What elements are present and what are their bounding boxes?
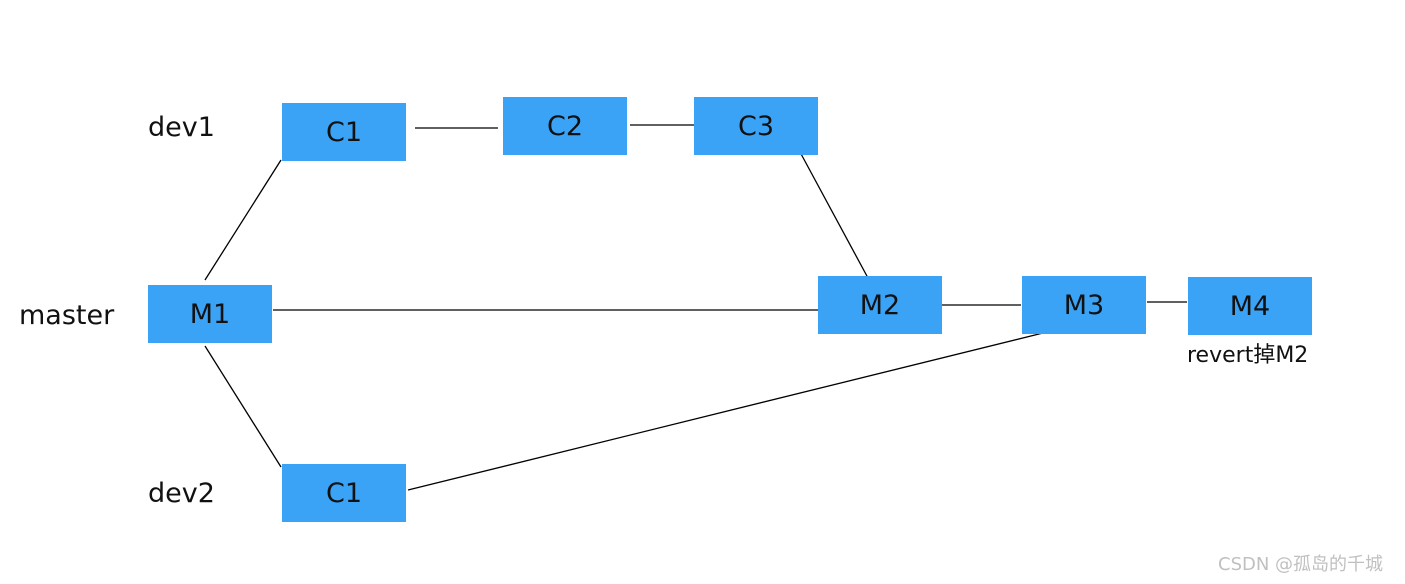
commit-label: M1 xyxy=(189,298,231,330)
commit-node-master-m4: M4 xyxy=(1188,277,1312,335)
commit-node-master-m1: M1 xyxy=(148,285,272,343)
csdn-watermark: CSDN @孤岛的千城 xyxy=(1218,554,1384,575)
branch-label-dev2: dev2 xyxy=(148,478,215,509)
commit-node-master-m2: M2 xyxy=(818,276,942,334)
commit-label: M3 xyxy=(1063,289,1105,321)
commit-node-dev2-c1: C1 xyxy=(282,464,406,522)
edge-m1-dev2-c1 xyxy=(204,345,282,468)
commit-label: C2 xyxy=(546,110,584,142)
commit-node-master-m3: M3 xyxy=(1022,276,1146,334)
commit-node-dev1-c3: C3 xyxy=(694,97,818,155)
branch-label-master: master xyxy=(19,300,115,331)
commit-node-dev1-c2: C2 xyxy=(503,97,627,155)
commit-label: M4 xyxy=(1229,290,1271,322)
edge-m1-dev1-c1 xyxy=(204,159,282,281)
commit-label: M2 xyxy=(859,289,901,321)
commit-label: C1 xyxy=(325,116,363,148)
commit-label: C1 xyxy=(325,477,363,509)
edge-dev1-c3-m2 xyxy=(799,151,869,279)
edge-dev2-c1-m3 xyxy=(407,332,1044,491)
m4-revert-note: revert掉M2 xyxy=(1187,343,1309,368)
commit-label: C3 xyxy=(737,110,775,142)
branch-label-dev1: dev1 xyxy=(148,112,215,143)
commit-node-dev1-c1: C1 xyxy=(282,103,406,161)
